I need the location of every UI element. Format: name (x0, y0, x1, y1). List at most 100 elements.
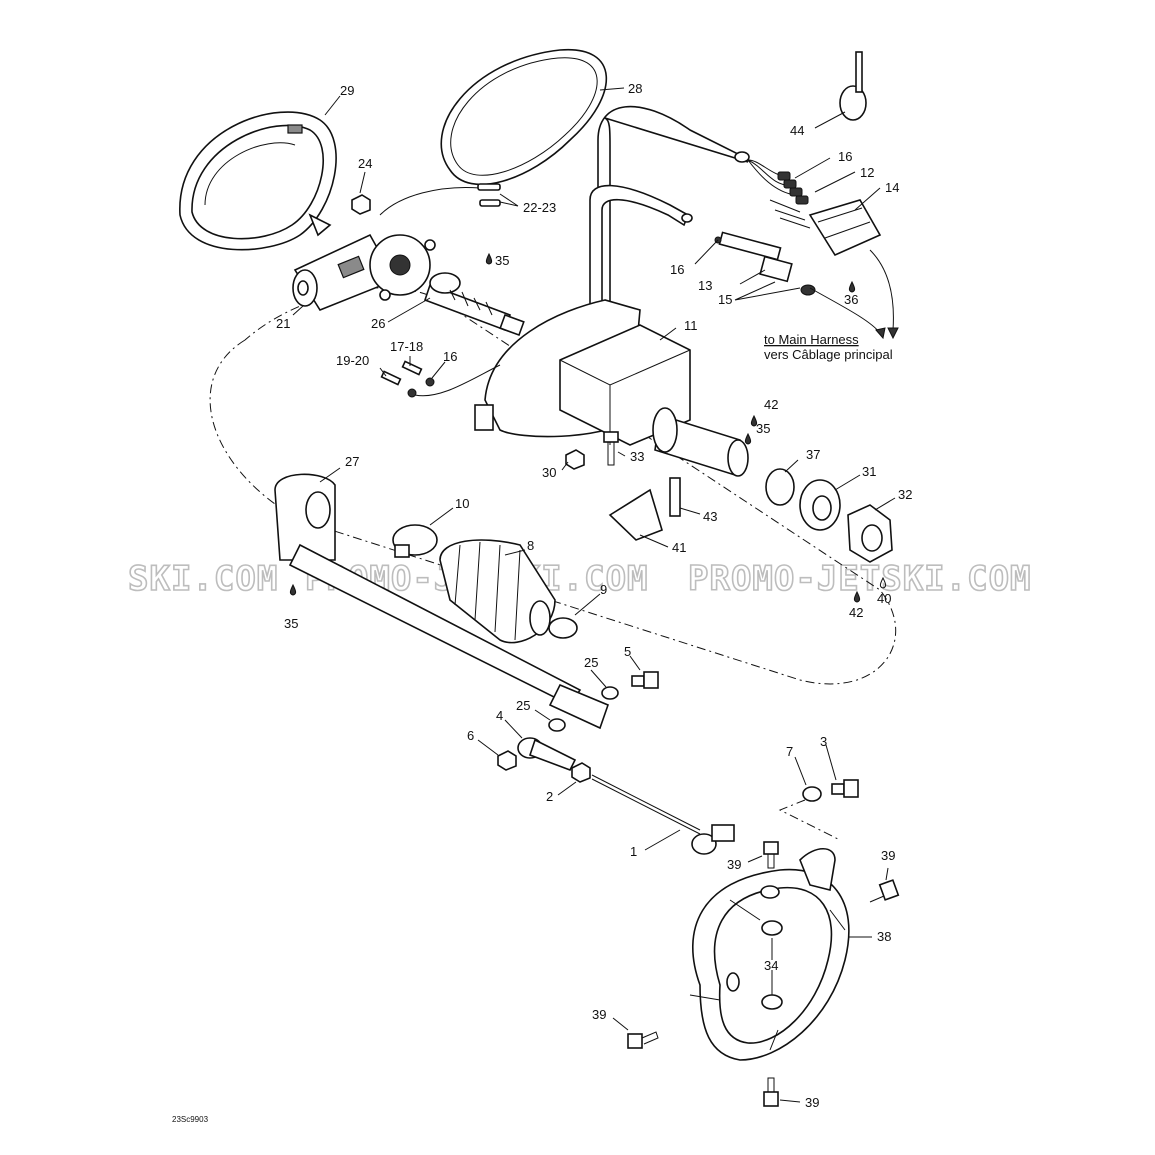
nut-6 (497, 750, 517, 771)
callout-40: 40 (877, 591, 891, 606)
o-ring-37 (765, 468, 795, 506)
callout-27: 27 (345, 454, 359, 469)
callout-14: 14 (885, 180, 899, 195)
callout-16-left: 16 (443, 349, 457, 364)
callout-8: 8 (527, 538, 534, 553)
motor-21 (292, 233, 436, 311)
callout-16-mid: 16 (670, 262, 684, 277)
callout-5: 5 (624, 644, 631, 659)
callout-6: 6 (467, 728, 474, 743)
callout-39-top: 39 (727, 857, 741, 872)
callout-4: 4 (496, 708, 503, 723)
output-shaft (652, 407, 749, 477)
leader-lines (292, 87, 896, 1103)
leader-dash-3 (778, 799, 841, 841)
callout-28: 28 (628, 81, 642, 96)
mirror-cover-29 (179, 111, 337, 251)
callout-16-top: 16 (838, 149, 852, 164)
clamp-10 (392, 524, 438, 558)
callout-36: 36 (844, 292, 858, 307)
callout-10: 10 (455, 496, 469, 511)
callout-25-upper: 25 (584, 655, 598, 670)
callout-7: 7 (786, 744, 793, 759)
callout-21: 21 (276, 316, 290, 331)
nut-30 (565, 449, 585, 470)
callout-30: 30 (542, 465, 556, 480)
clamp-9 (548, 617, 578, 639)
bushings-34 (726, 885, 783, 1010)
callout-43: 43 (703, 509, 717, 524)
callout-9: 9 (600, 582, 607, 597)
callout-13: 13 (698, 278, 712, 293)
callout-31: 31 (862, 464, 876, 479)
watermark: SKI.COM PROMO-JETSKI.COM PROMO-JETSKI.CO… (127, 558, 1032, 600)
harness-note: to Main Harness vers Câblage principal (764, 332, 893, 362)
callout-12: 12 (860, 165, 874, 180)
connector-14 (769, 171, 882, 257)
washer-7 (802, 786, 822, 802)
callout-22-23: 22-23 (523, 200, 556, 215)
callout-3: 3 (820, 734, 827, 749)
nut-24 (351, 194, 371, 215)
callout-24: 24 (358, 156, 372, 171)
washer-25b (548, 718, 566, 732)
belt-loop-28 (440, 48, 608, 186)
mount-ring-38 (689, 847, 850, 1061)
nut-2 (571, 762, 591, 783)
callout-44: 44 (790, 123, 804, 138)
bolt-5 (631, 671, 659, 689)
callout-37: 37 (806, 447, 820, 462)
harness-arrow (809, 249, 899, 340)
callout-19-20: 19-20 (336, 353, 369, 368)
callout-32: 32 (898, 487, 912, 502)
callout-39-left: 39 (592, 1007, 606, 1022)
screw-39c (627, 1031, 659, 1049)
callout-2: 2 (546, 789, 553, 804)
harness-note-line-2: vers Câblage principal (764, 347, 893, 362)
callout-11: 11 (684, 318, 698, 333)
callout-17-18: 17-18 (390, 339, 423, 354)
screw-39d (763, 1077, 779, 1107)
watermark-left: SKI.COM (128, 559, 278, 599)
nut-32 (847, 504, 893, 563)
wire-probe-22-23 (379, 183, 501, 216)
diagram-code: 23Sc9903 (172, 1115, 209, 1124)
callout-26: 26 (371, 316, 385, 331)
callout-39-bottom: 39 (805, 1095, 819, 1110)
callout-35-rod: 35 (284, 616, 298, 631)
callout-25-lower: 25 (516, 698, 530, 713)
callout-38: 38 (877, 929, 891, 944)
bracket-41 (608, 488, 663, 541)
washer-31 (799, 479, 841, 531)
callout-39-right: 39 (881, 848, 895, 863)
rod-assembly-27 (274, 473, 610, 730)
callout-42-nut: 42 (849, 605, 863, 620)
cable-1 (591, 774, 735, 855)
bellows-8 (439, 539, 556, 644)
connectors-13-15 (714, 231, 816, 296)
rod-end-4 (517, 737, 577, 772)
screw-39a (763, 841, 779, 869)
callout-33: 33 (630, 449, 644, 464)
callout-35-motor: 35 (495, 253, 509, 268)
callout-42-shaft: 42 (764, 397, 778, 412)
watermark-right: PROMO-JETSKI.COM (688, 559, 1032, 599)
screw-33 (603, 431, 619, 466)
callout-41: 41 (672, 540, 686, 555)
lubricant-drop-icons (289, 252, 887, 603)
screw-39b (869, 879, 900, 903)
callout-labels: 29 28 44 24 22-23 16 12 14 35 21 26 16 1… (276, 81, 912, 1110)
cable-tie-44 (839, 51, 867, 121)
callout-35-shaft: 35 (756, 421, 770, 436)
harness-note-line-1: to Main Harness (764, 332, 859, 347)
key-43 (669, 477, 681, 517)
callout-34: 34 (764, 958, 778, 973)
bolt-3 (831, 779, 859, 798)
callout-29: 29 (340, 83, 354, 98)
worm-gear-26 (423, 272, 525, 337)
small-connectors (380, 360, 501, 398)
callout-1: 1 (630, 844, 637, 859)
callout-15: 15 (718, 292, 732, 307)
